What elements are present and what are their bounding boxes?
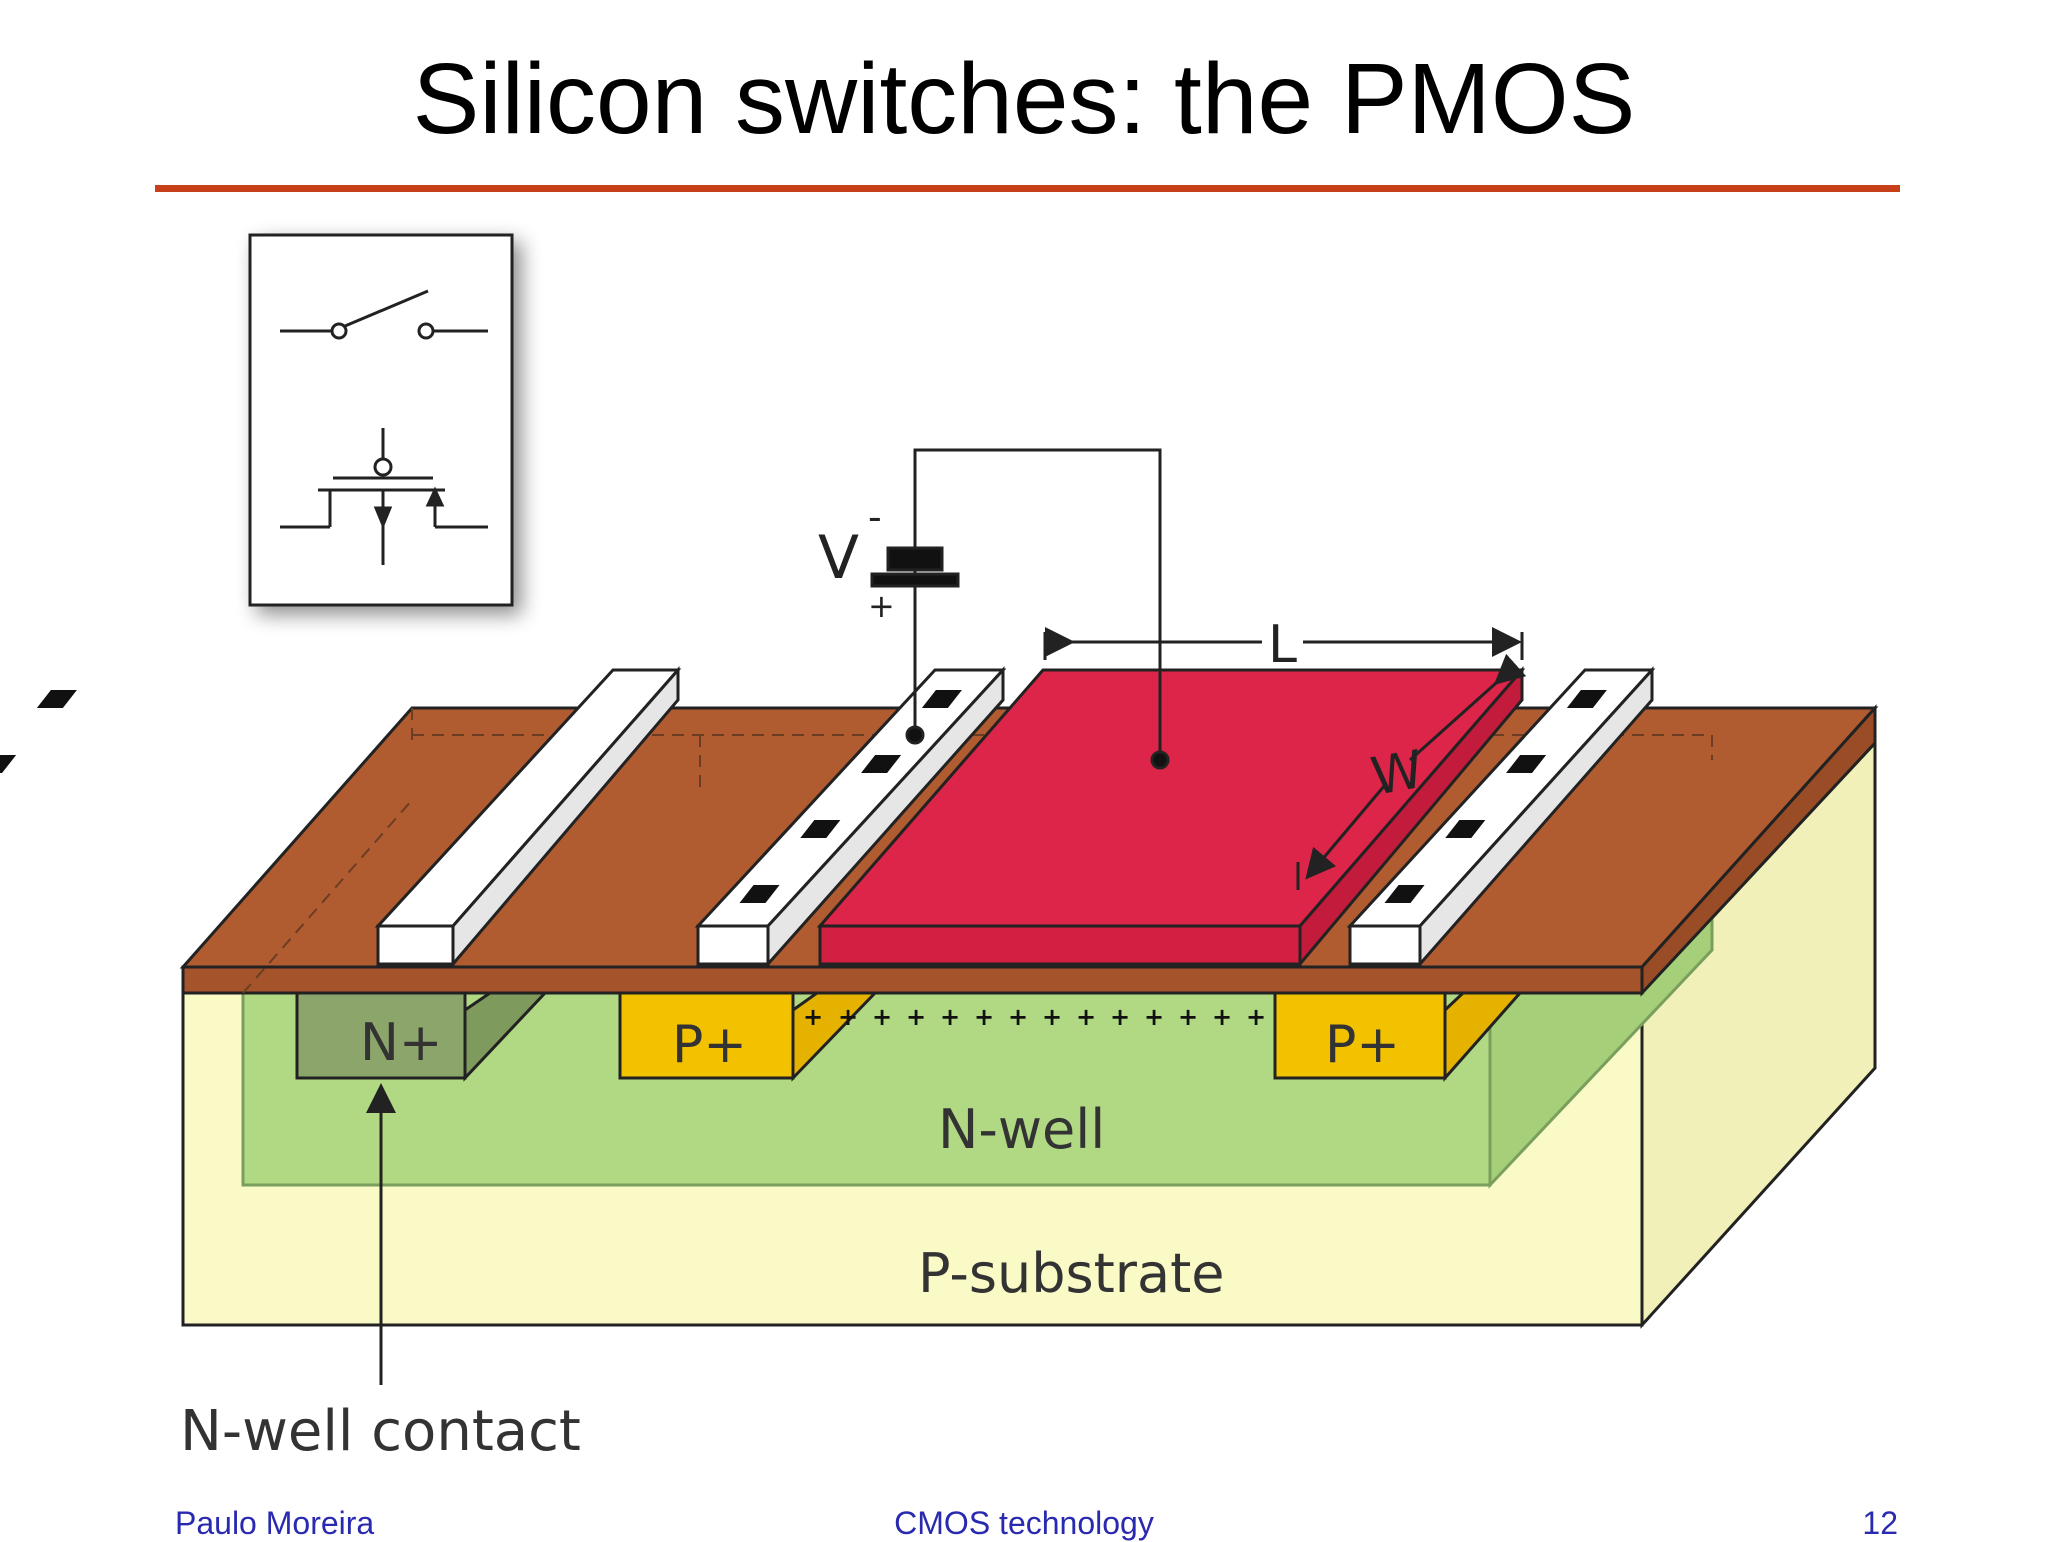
svg-text:+: + <box>1076 1003 1096 1031</box>
width-label: W <box>1367 740 1428 808</box>
bias-circuit <box>870 448 1170 770</box>
svg-text:+: + <box>1110 1003 1130 1031</box>
svg-text:+: + <box>1042 1003 1062 1031</box>
contact-strip-drain <box>1346 666 1656 968</box>
n-plus-label: N+ <box>360 1013 442 1073</box>
p-plus-drain <box>1273 991 1447 1080</box>
pmos-symbol-icon <box>280 428 488 565</box>
channel-holes: + + + + + + + + + + + + + + <box>803 1003 1266 1031</box>
switch-symbol-icon <box>280 289 488 340</box>
svg-text:+: + <box>872 1003 892 1031</box>
p-substrate-label: P-substrate <box>918 1242 1225 1305</box>
width-dimension <box>1296 653 1527 890</box>
footer-topic: CMOS technology <box>894 1505 1154 1541</box>
footer-page-number: 12 <box>1862 1505 1898 1541</box>
p-plus-drain-label: P+ <box>1325 1015 1400 1075</box>
p-plus-source-label: P+ <box>672 1015 747 1075</box>
contact-strip-body <box>0 666 682 969</box>
p-plus-source <box>618 991 795 1080</box>
svg-text:+: + <box>1008 1003 1028 1031</box>
svg-text:+: + <box>1144 1003 1164 1031</box>
n-well-contact-label: N-well contact <box>180 1399 581 1464</box>
title-underline <box>155 185 1900 192</box>
slide-title: Silicon switches: the PMOS <box>412 43 1636 155</box>
svg-text:+: + <box>1178 1003 1198 1031</box>
minus-label: - <box>868 495 882 539</box>
svg-text:+: + <box>1246 1003 1266 1031</box>
svg-text:+: + <box>1212 1003 1232 1031</box>
voltage-label: V <box>818 523 859 593</box>
length-label: L <box>1268 615 1297 675</box>
contact-strip-source <box>694 666 1007 968</box>
length-dimension <box>1043 627 1524 660</box>
battery-positive-plate <box>870 572 960 588</box>
svg-text:+: + <box>838 1003 858 1031</box>
battery-negative-plate <box>886 546 944 572</box>
svg-text:+: + <box>974 1003 994 1031</box>
n-well-label: N-well <box>938 1098 1105 1161</box>
svg-text:+: + <box>803 1003 823 1031</box>
symbol-legend <box>248 233 514 607</box>
plus-label: + <box>868 587 895 625</box>
svg-text:+: + <box>906 1003 926 1031</box>
svg-text:+: + <box>940 1003 960 1031</box>
footer-author: Paulo Moreira <box>175 1505 375 1541</box>
